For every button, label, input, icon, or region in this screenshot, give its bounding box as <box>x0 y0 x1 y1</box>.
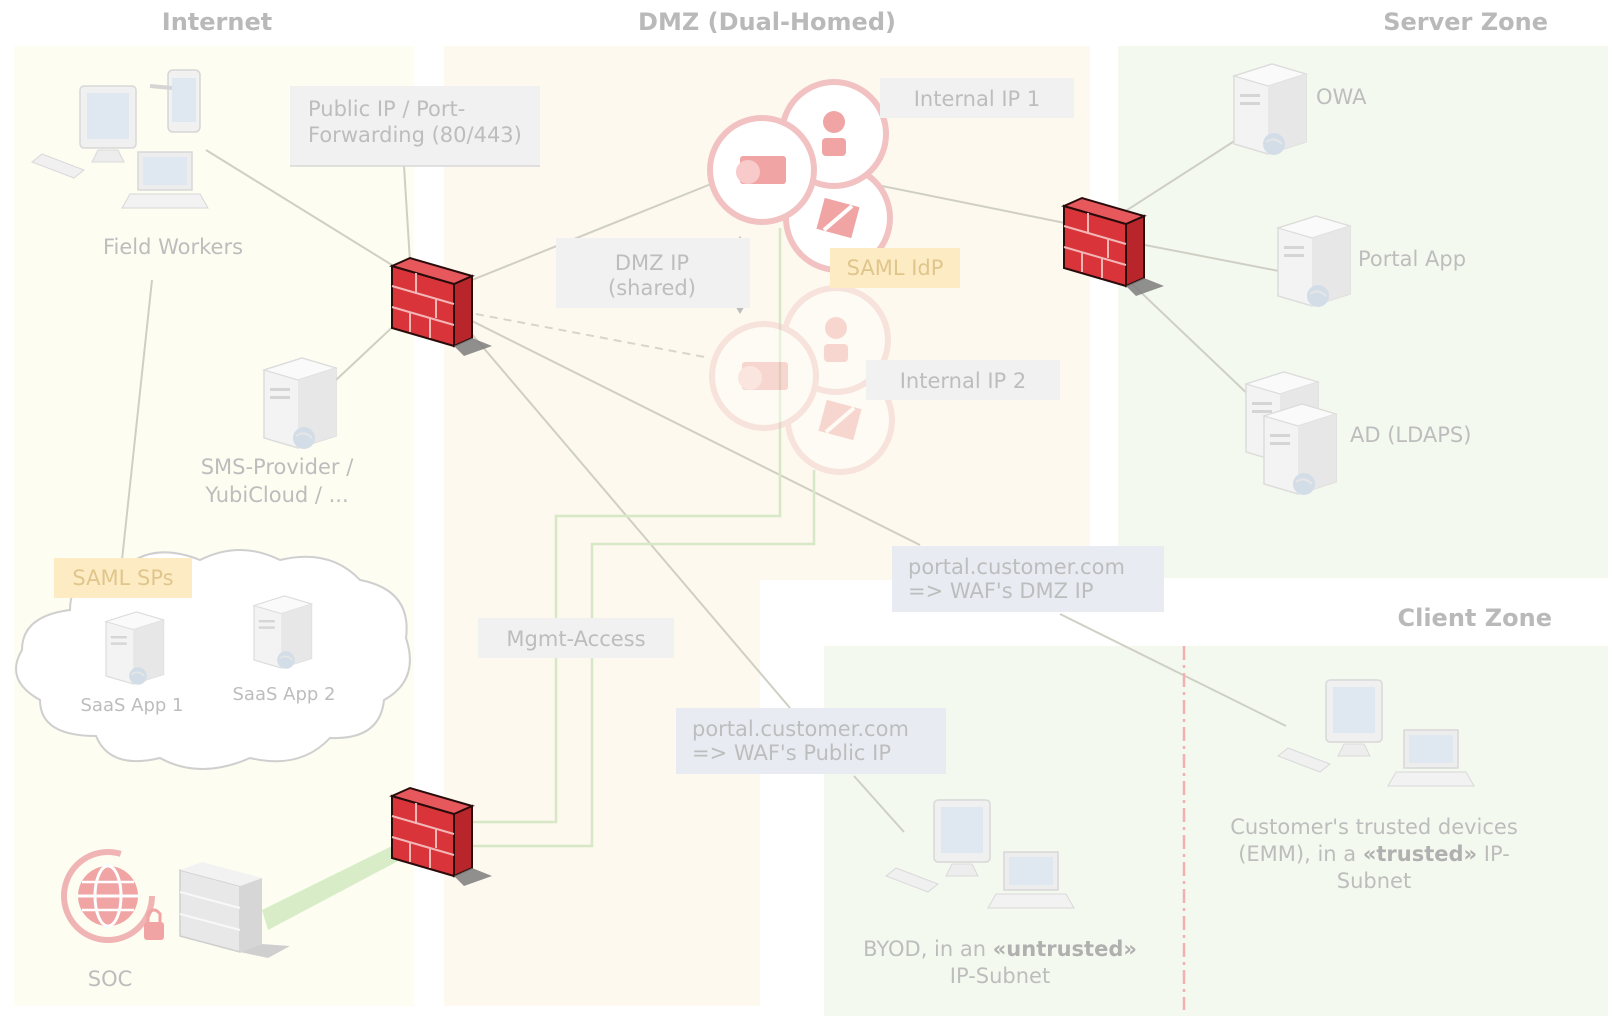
dmz-ip-line2: (shared) <box>608 276 696 300</box>
sms-provider-line2: YubiCloud / ... <box>204 483 348 507</box>
byod-line2: IP-Subnet <box>950 964 1050 988</box>
globe-icon <box>61 849 164 943</box>
tablet-icon <box>167 69 201 133</box>
dashed-link <box>475 313 711 359</box>
mgmt-access-label: Mgmt-Access <box>506 627 645 651</box>
internal-ip-1-box <box>880 78 1074 118</box>
public-ip-box <box>290 86 540 166</box>
sms-provider-line1: SMS-Provider / <box>201 455 354 479</box>
mgmt-access-box <box>478 618 674 658</box>
connections <box>121 139 1287 1010</box>
trusted-line2: (EMM), in a «trusted» IP- <box>1238 842 1510 866</box>
saml-sps-badge <box>54 558 192 598</box>
portal-public-box <box>676 708 946 774</box>
dmz-ip-line1: DMZ IP <box>615 251 689 275</box>
portal-dmz-line2: => WAF's DMZ IP <box>908 579 1094 603</box>
field-workers-label: Field Workers <box>103 235 243 259</box>
internal-ip-2-label: Internal IP 2 <box>900 369 1027 393</box>
portal-public-line1: portal.customer.com <box>692 717 909 741</box>
portal-dmz-line1: portal.customer.com <box>908 555 1125 579</box>
internal-ip-2-box <box>866 360 1060 400</box>
zone-title-dmz: DMZ (Dual-Homed) <box>638 8 896 36</box>
public-ip-line2: Forwarding (80/443) <box>308 123 522 147</box>
public-ip-line1: Public IP / Port- <box>308 97 465 121</box>
portal-app-label: Portal App <box>1358 247 1466 271</box>
zone-title-internet: Internet <box>162 8 272 36</box>
field-workers-devices <box>31 69 209 209</box>
saml-idp-label: SAML IdP <box>847 256 944 280</box>
internet-zone <box>14 46 414 1006</box>
soc-label: SOC <box>88 967 133 991</box>
portal-public-line2: => WAF's Public IP <box>692 741 891 765</box>
owa-label: OWA <box>1316 85 1367 109</box>
wall-icon <box>179 862 290 958</box>
saml-sps-label: SAML SPs <box>72 566 173 590</box>
byod-line1: BYOD, in an «untrusted» <box>863 937 1137 961</box>
server-icon <box>1277 215 1351 308</box>
portal-dmz-box <box>892 546 1164 612</box>
server-icon <box>1263 403 1337 496</box>
dmz-ip-box <box>556 238 750 308</box>
server-zone <box>1118 46 1608 578</box>
ad-label: AD (LDAPS) <box>1350 423 1471 447</box>
server-icon <box>105 611 165 686</box>
server-icon <box>253 595 313 670</box>
trusted-line1: Customer's trusted devices <box>1230 815 1518 839</box>
internal-ip-1-label: Internal IP 1 <box>914 87 1041 111</box>
saas-app-1-label: SaaS App 1 <box>81 695 184 716</box>
server-icon <box>1233 63 1307 156</box>
saml-idp-badge <box>830 248 960 288</box>
trusted-line3: Subnet <box>1337 869 1411 893</box>
zone-title-client: Client Zone <box>1397 604 1552 632</box>
saas-app-2-label: SaaS App 2 <box>233 684 336 705</box>
zone-title-server: Server Zone <box>1383 8 1548 36</box>
server-icon <box>263 357 337 450</box>
